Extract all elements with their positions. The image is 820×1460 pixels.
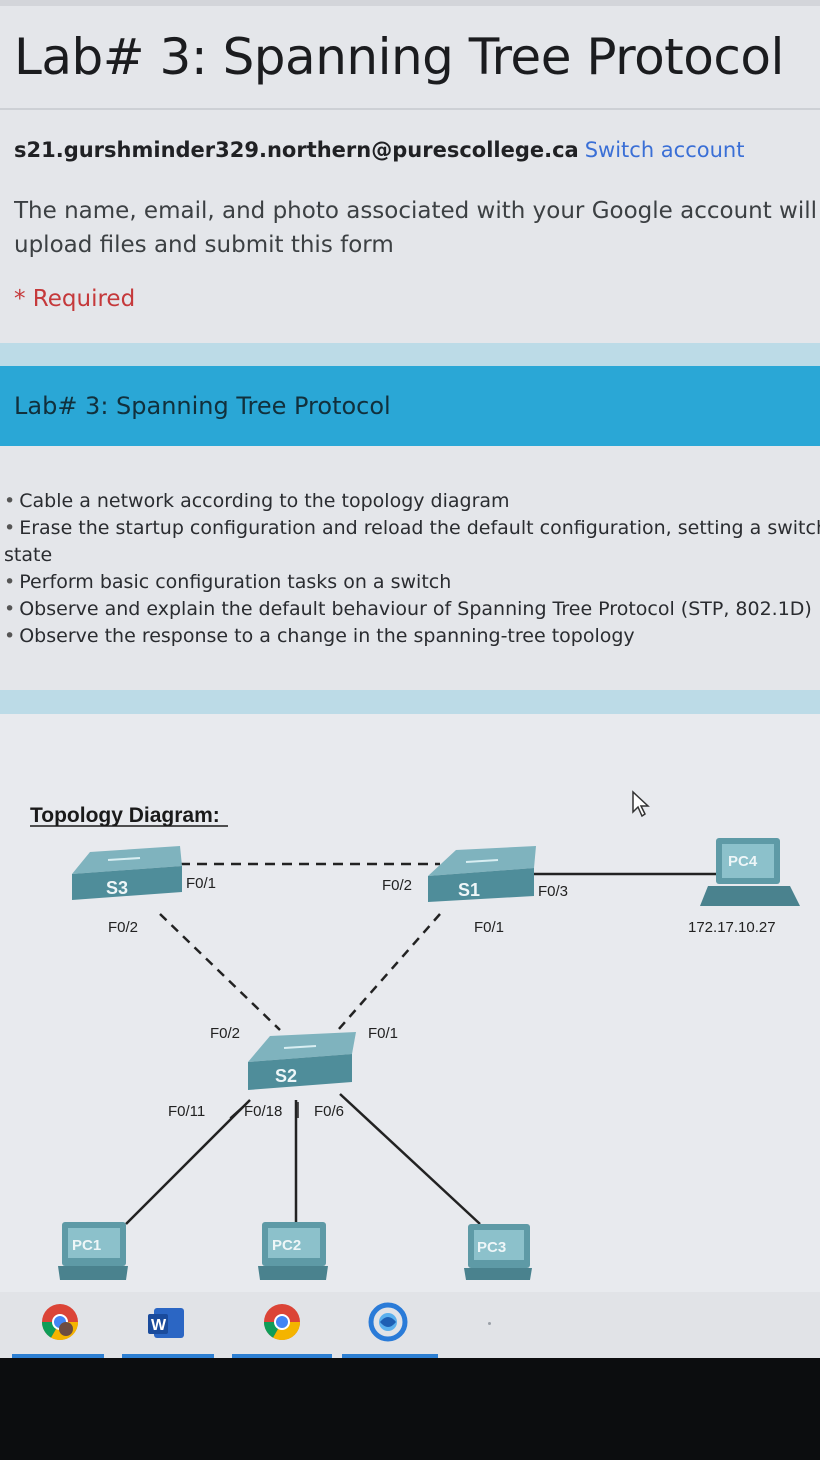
pc1-label: PC1: [72, 1237, 101, 1254]
account-line: s21.gurshminder329.northern@purescollege…: [14, 136, 744, 163]
task-active-indicator: [342, 1354, 438, 1358]
notice-line-1: The name, email, and photo associated wi…: [14, 198, 820, 224]
port-label: F0/1: [186, 875, 216, 892]
task-active-indicator: [122, 1354, 214, 1358]
topology-heading: Topology Diagram:: [30, 804, 220, 827]
port-label: F0/2: [210, 1025, 240, 1042]
link-s3-s2: [159, 913, 281, 1031]
word-icon[interactable]: W: [146, 1302, 186, 1342]
link-s2-pc1: [125, 1099, 251, 1225]
chrome-icon[interactable]: [262, 1302, 302, 1342]
screen: Lab# 3: Spanning Tree Protocol s21.gursh…: [0, 0, 820, 1358]
objective-item: •Erase the startup configuration and rel…: [4, 517, 820, 539]
port-label: F0/6: [314, 1103, 344, 1120]
title-divider: [0, 108, 820, 110]
taskbar: W: [0, 1292, 820, 1358]
required-note: * Required: [14, 286, 136, 312]
port-label: F0/2: [382, 877, 412, 894]
bullet-icon: •: [4, 598, 16, 620]
bullet-icon: •: [4, 571, 16, 593]
section-band: [0, 343, 820, 367]
form-title: Lab# 3: Spanning Tree Protocol: [14, 28, 784, 86]
bullet-icon: •: [4, 490, 16, 512]
webex-icon[interactable]: [368, 1302, 408, 1342]
switch-s3[interactable]: S3: [72, 846, 182, 900]
switch-s1[interactable]: S1: [428, 846, 536, 902]
monitor-bezel: [0, 1358, 820, 1460]
section-header: Lab# 3: Spanning Tree Protocol: [0, 366, 820, 446]
pc-pc4[interactable]: PC4: [700, 838, 800, 906]
switch-s2-label: S2: [275, 1066, 297, 1086]
switch-s2[interactable]: S2: [248, 1032, 356, 1090]
topology-diagram: Topology Diagram: S3 S1: [30, 804, 800, 1280]
section-band: [0, 690, 820, 714]
objective-item: •Observe the response to a change in the…: [4, 625, 635, 647]
switch-s3-label: S3: [106, 878, 128, 898]
top-rule: [0, 0, 820, 6]
task-active-indicator: [12, 1354, 104, 1358]
pc2-label: PC2: [272, 1237, 301, 1254]
link-s1-s2: [337, 913, 441, 1031]
port-label: F0/3: [538, 883, 568, 900]
link-s2-pc3: [339, 1093, 481, 1225]
pc3-label: PC3: [477, 1239, 506, 1256]
pc4-label: PC4: [728, 853, 758, 870]
port-label: F0/11: [168, 1103, 205, 1120]
port-label: F0/18: [244, 1103, 282, 1120]
port-label: F0/1: [368, 1025, 398, 1042]
section-title: Lab# 3: Spanning Tree Protocol: [14, 392, 391, 420]
task-active-indicator: [232, 1354, 332, 1358]
objective-item: •Cable a network according to the topolo…: [4, 490, 510, 512]
word-letter: W: [151, 1317, 167, 1334]
pc-pc2[interactable]: PC2: [258, 1222, 328, 1280]
switch-s1-label: S1: [458, 880, 480, 900]
objectives-list: •Cable a network according to the topolo…: [4, 488, 820, 650]
mouse-cursor-icon: [632, 790, 650, 818]
notice-line-2: upload files and submit this form: [14, 232, 394, 258]
topology-card: Topology Diagram: S3 S1: [0, 714, 820, 1294]
form-title-area: Lab# 3: Spanning Tree Protocol: [0, 6, 820, 110]
pc4-ip-address: 172.17.10.27: [688, 919, 776, 936]
account-notice: The name, email, and photo associated wi…: [14, 194, 820, 262]
port-label: F0/1: [474, 919, 504, 936]
bullet-icon: •: [4, 625, 16, 647]
pc-pc3[interactable]: PC3: [464, 1224, 532, 1280]
bullet-icon: •: [4, 517, 16, 539]
objective-item: •Perform basic configuration tasks on a …: [4, 571, 452, 593]
switch-account-link[interactable]: Switch account: [584, 138, 745, 162]
objective-item-continued: state: [4, 544, 53, 566]
objective-item: •Observe and explain the default behavio…: [4, 598, 812, 620]
taskbar-dot: [488, 1322, 491, 1325]
pc-pc1[interactable]: PC1: [58, 1222, 128, 1280]
port-label: F0/2: [108, 919, 138, 936]
chrome-profile-icon[interactable]: [40, 1302, 80, 1342]
account-email: s21.gurshminder329.northern@purescollege…: [14, 138, 579, 162]
port-pointer: [229, 1099, 251, 1119]
